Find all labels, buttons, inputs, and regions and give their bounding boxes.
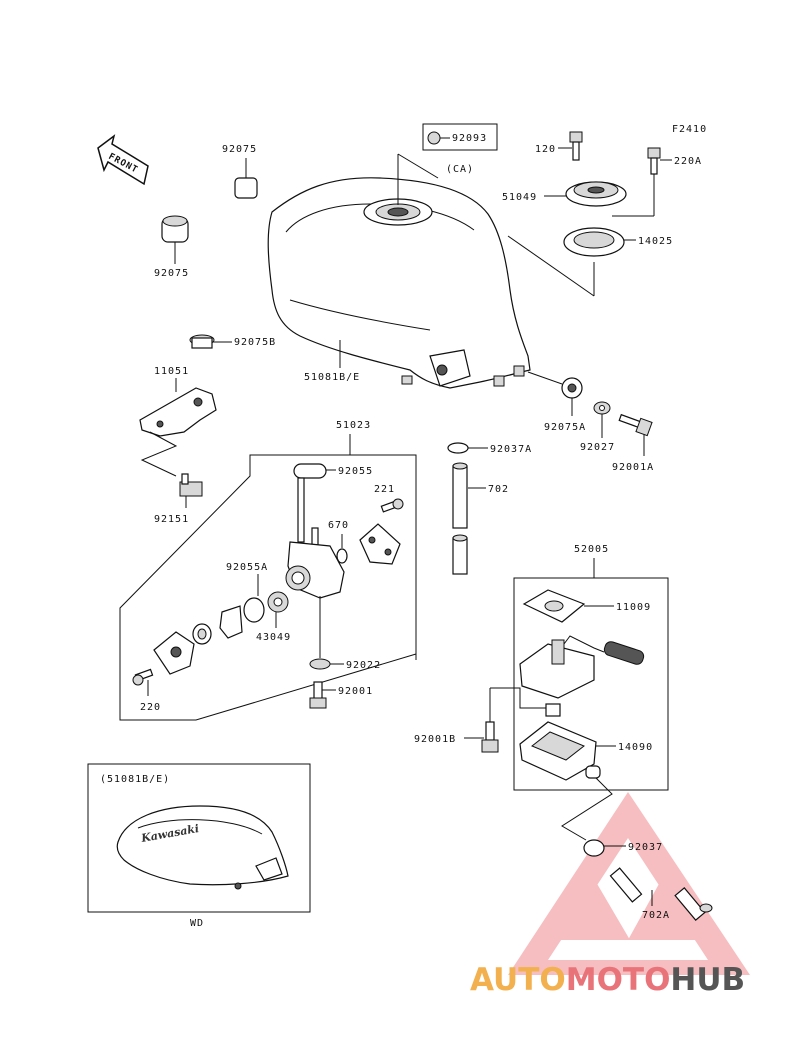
grommet-92075a-icon [561, 377, 583, 399]
label-52005: 52005 [574, 544, 609, 555]
washer-92022-icon [309, 658, 331, 670]
bracket-11051-icon [139, 387, 217, 437]
watermark-hub: HUB [670, 962, 746, 998]
label-120: 120 [535, 144, 556, 155]
bolt-92001b-icon [481, 721, 499, 753]
fuel-tap-body-icon [285, 477, 345, 599]
label-220: 220 [140, 702, 161, 713]
label-92093: 92093 [452, 133, 487, 144]
label-92001a: 92001A [612, 462, 654, 473]
label-92055: 92055 [338, 466, 373, 477]
watermark-auto: AUTO [470, 962, 566, 998]
label-92037: 92037 [628, 842, 663, 853]
label-92027: 92027 [580, 442, 615, 453]
bolt-92151-icon [179, 473, 203, 497]
group-outline-51023 [119, 454, 417, 721]
label-702a: 702A [642, 910, 670, 921]
cap-51049-icon [565, 181, 627, 207]
inset-title: (51081B/E) [100, 774, 170, 785]
front-arrow-icon: FRONT [97, 134, 149, 186]
clip-92037a-icon [447, 442, 469, 454]
callout-box-92093 [422, 123, 498, 151]
label-51023: 51023 [336, 420, 371, 431]
label-92055a: 92055A [226, 562, 268, 573]
group-outline-52005 [513, 577, 669, 791]
lever-icon [219, 605, 243, 639]
label-14025: 14025 [638, 236, 673, 247]
watermark-moto: MOTO [565, 962, 671, 998]
bolt-92001-icon [309, 681, 327, 709]
label-220a: 220A [674, 156, 702, 167]
label-11009: 11009 [616, 602, 651, 613]
label-43049: 43049 [256, 632, 291, 643]
screw-220-icon [132, 668, 154, 686]
plug-92075b-icon [189, 334, 215, 349]
inset-caption: WD [190, 918, 204, 929]
label-92151: 92151 [154, 514, 189, 525]
gasket-92055-icon [293, 463, 327, 479]
label-92075b: 92075B [234, 337, 276, 348]
grommet-92075-top-icon [234, 177, 258, 199]
hose-702a-icon [609, 867, 713, 921]
clip-92037-icon [583, 839, 605, 857]
label-92075-top: 92075 [222, 144, 257, 155]
gasket-11009-icon [522, 589, 586, 623]
cover-plate-icon [359, 523, 401, 565]
oring-92055a-icon [243, 597, 265, 623]
label-670: 670 [328, 520, 349, 531]
connector-icon [545, 703, 561, 717]
inset-tank-icon: Kawasaki [116, 805, 289, 890]
fuel-sender-icon [519, 635, 645, 699]
figure-code: F2410 [672, 124, 707, 135]
cover-14090-icon [519, 721, 601, 781]
label-221: 221 [374, 484, 395, 495]
screw-221-icon [380, 498, 404, 513]
watermark-text: AUTOMOTOHUB [470, 962, 745, 998]
fuel-tank-51081 [267, 177, 531, 389]
label-14090: 14090 [618, 742, 653, 753]
bolt-220a-icon [647, 147, 661, 175]
hose-702-icon [452, 462, 468, 575]
label-92022: 92022 [346, 660, 381, 671]
label-92075a: 92075A [544, 422, 586, 433]
label-ca-note: (CA) [446, 164, 474, 175]
grommet-92075-left-icon [161, 215, 189, 243]
ring-14025-icon [563, 227, 625, 257]
label-92075-left: 92075 [154, 268, 189, 279]
nut-92093-icon [427, 131, 441, 145]
bolt-92001a-icon [618, 413, 653, 437]
label-92037a: 92037A [490, 444, 532, 455]
bolt-120-icon [569, 131, 583, 161]
label-92001: 92001 [338, 686, 373, 697]
label-51049: 51049 [502, 192, 537, 203]
label-702: 702 [488, 484, 509, 495]
inset-box [87, 763, 311, 913]
oring-670-icon [336, 548, 348, 564]
label-92001b: 92001B [414, 734, 456, 745]
label-11051: 11051 [154, 366, 189, 377]
collar-92027-icon [593, 401, 611, 415]
label-51081: 51081B/E [304, 372, 360, 383]
